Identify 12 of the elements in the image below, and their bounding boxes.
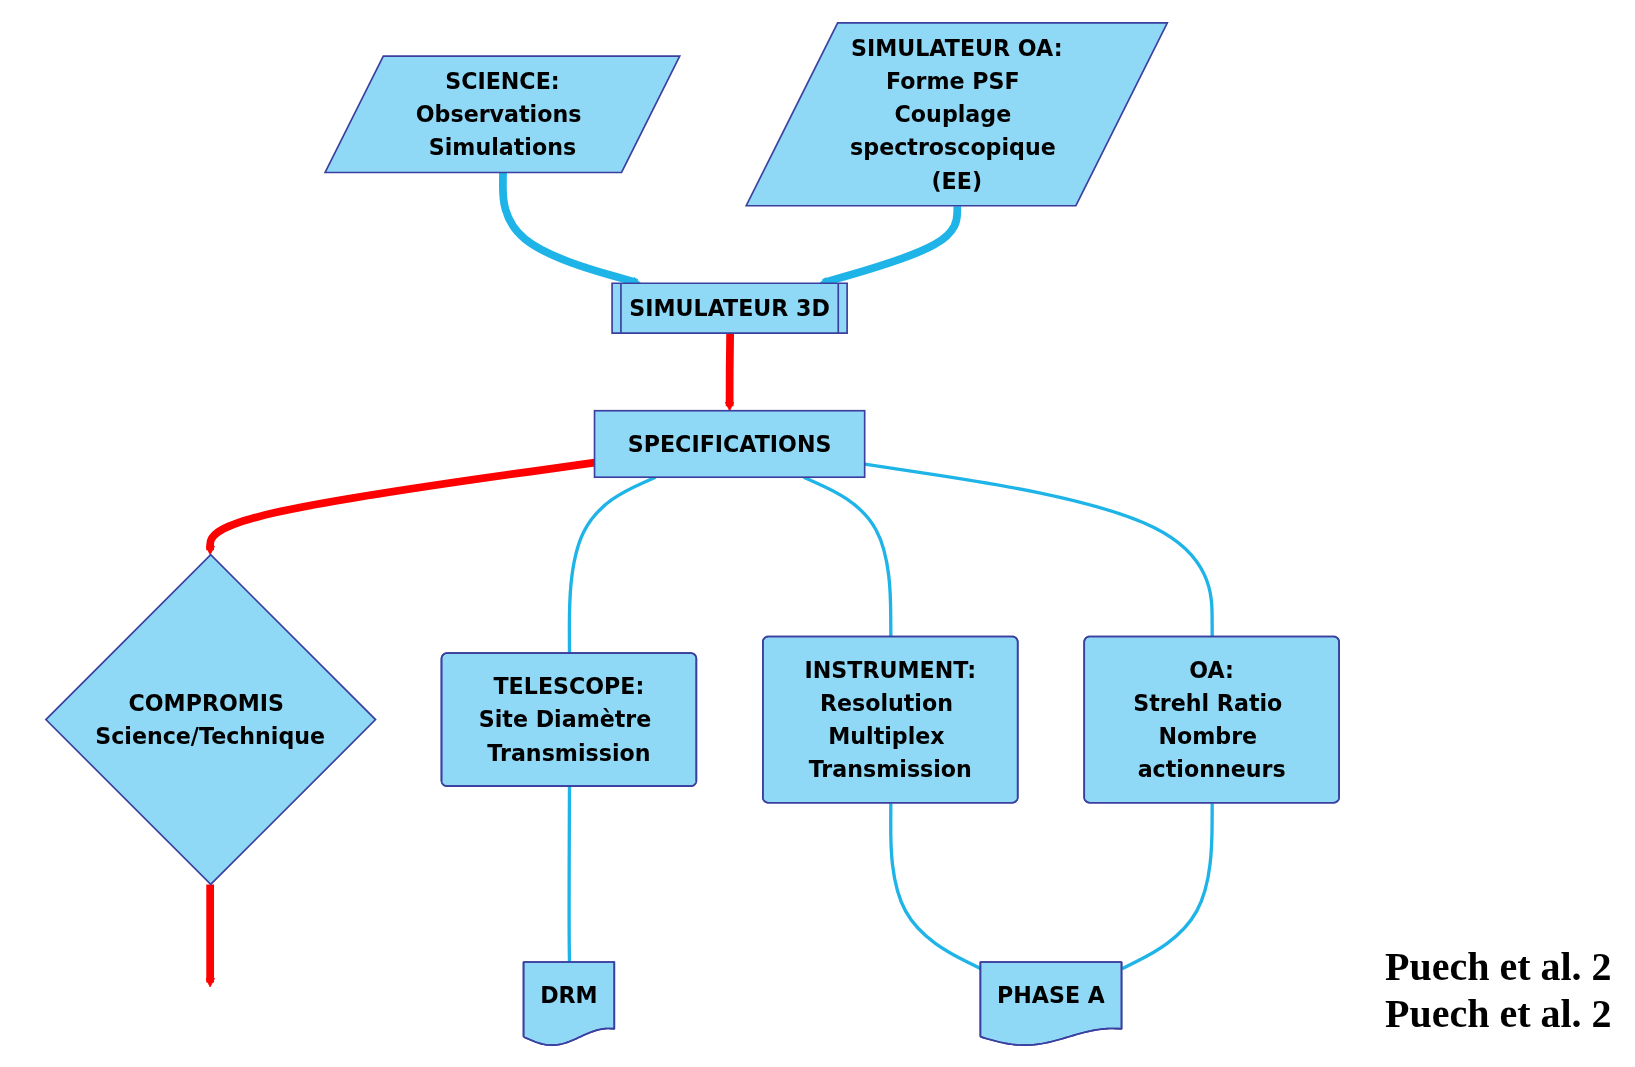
arrow (724, 333, 735, 411)
citation-text: Puech et al. 2 (1385, 943, 1613, 990)
arrow (205, 883, 216, 987)
connector (803, 475, 893, 637)
connector (864, 462, 1214, 637)
node-diamond (44, 553, 377, 886)
node-box (593, 409, 866, 478)
citation-text: Puech et al. 2 (1385, 990, 1613, 1037)
flowchart-drawing: SCIENCE: Observations Simulations SIMULATEUR OA: Forme PSF Couplage spectroscopique (EE) SIMULATEUR 3D COMPROMIS Science/Technique SPECIFICATIONS TELESCOPE: Site Diamètre Transmission INSTRUMENT: Resolution Multiplex Transmission OA: Strehl Ratio Nombre actionneurs DRM PHASE A (37, 13, 1348, 1054)
connector (889, 802, 982, 970)
connector (1121, 802, 1214, 970)
connector (567, 475, 657, 654)
